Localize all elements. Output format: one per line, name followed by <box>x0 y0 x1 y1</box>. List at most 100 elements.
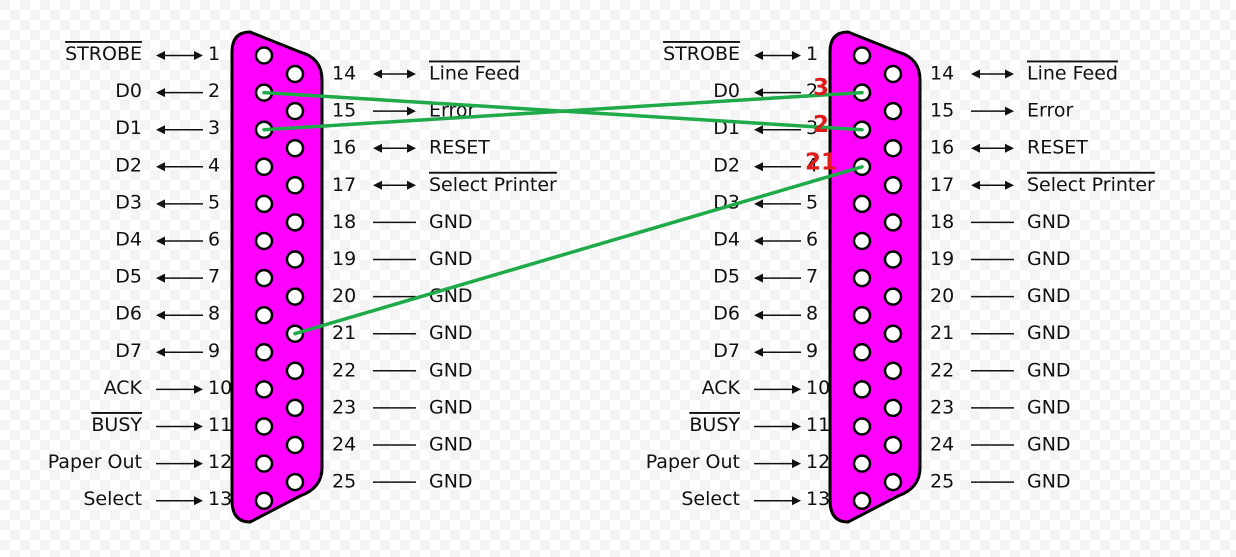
right-signal-label-13: Select <box>681 488 740 510</box>
right-pin-23 <box>883 398 903 418</box>
connectors-layer: 1STROBE2D03D14D25D36D47D58D69D710ACK11BU… <box>48 30 1155 524</box>
right-pin-17 <box>883 176 903 195</box>
left-pin-number-18: 18 <box>332 211 356 233</box>
left-pin-number-1: 1 <box>208 43 220 65</box>
wire-left21-to-right4 <box>293 165 864 336</box>
left-signal-label-5: D3 <box>115 191 142 213</box>
left-pin-number-25: 25 <box>332 471 356 493</box>
left-pin-number-4: 4 <box>208 154 220 176</box>
right-pin-number-20: 20 <box>930 285 954 307</box>
left-pin-1 <box>254 46 274 65</box>
right-pin-number-23: 23 <box>930 396 954 418</box>
right-pin-number-10: 10 <box>806 377 830 399</box>
right-pin-5 <box>852 194 872 214</box>
left-pin-18 <box>285 213 305 232</box>
left-pin-4 <box>254 157 274 177</box>
left-pin-19 <box>285 250 305 269</box>
right-pin-number-16: 16 <box>930 137 954 159</box>
left-pin-number-20: 20 <box>332 285 356 307</box>
right-pin-number-6: 6 <box>806 229 818 251</box>
left-pin-number-10: 10 <box>208 377 232 399</box>
left-signal-label-6: D4 <box>115 229 142 251</box>
right-signal-label-15: Error <box>1027 100 1074 122</box>
left-pin-17 <box>285 176 305 195</box>
right-pin-number-17: 17 <box>930 174 954 196</box>
right-pin-24 <box>883 435 903 455</box>
left-signal-label-16: RESET <box>429 137 490 159</box>
left-pin-15 <box>285 101 305 121</box>
right-pin-number-15: 15 <box>930 100 954 122</box>
left-signal-label-22: GND <box>429 359 473 381</box>
right-pin-10 <box>852 380 872 399</box>
right-pin-number-5: 5 <box>806 191 818 213</box>
left-pin-number-22: 22 <box>332 359 356 381</box>
left-pin-23 <box>285 398 305 418</box>
right-pin-14 <box>883 64 903 84</box>
left-pin-13 <box>254 491 274 510</box>
right-pin-number-21: 21 <box>930 322 954 344</box>
right-signal-label-8: D6 <box>713 303 740 325</box>
right-pin-number-7: 7 <box>806 266 818 288</box>
left-signal-label-23: GND <box>429 396 473 418</box>
right-signal-label-7: D5 <box>713 266 740 288</box>
right-pin-15 <box>883 101 903 121</box>
left-signal-label-24: GND <box>429 434 473 456</box>
right-signal-label-22: GND <box>1027 359 1071 381</box>
left-pin-number-16: 16 <box>332 137 356 159</box>
right-pin-number-11: 11 <box>806 414 830 436</box>
left-pin-number-15: 15 <box>332 100 356 122</box>
right-pin-number-12: 12 <box>806 451 830 473</box>
left-signal-label-13: Select <box>83 488 142 510</box>
right-pin-number-1: 1 <box>806 43 818 65</box>
right-pin-11 <box>852 417 872 436</box>
right-pin-8 <box>852 305 872 325</box>
left-pin-7 <box>254 268 274 288</box>
left-pin-6 <box>254 231 274 251</box>
right-pin-number-8: 8 <box>806 303 818 325</box>
annotation-2: 2 <box>813 112 829 138</box>
right-pin-number-22: 22 <box>930 359 954 381</box>
left-pin-5 <box>254 194 274 214</box>
left-signal-label-18: GND <box>429 211 473 233</box>
right-signal-label-19: GND <box>1027 248 1071 270</box>
left-pin-number-7: 7 <box>208 266 220 288</box>
wires-layer <box>262 90 864 336</box>
left-signal-label-19: GND <box>429 248 473 270</box>
left-pin-number-23: 23 <box>332 396 356 418</box>
right-signal-label-21: GND <box>1027 322 1071 344</box>
right-pin-number-14: 14 <box>930 63 954 85</box>
right-signal-label-20: GND <box>1027 285 1071 307</box>
right-pin-7 <box>852 268 872 288</box>
right-signal-label-1: STROBE <box>663 43 740 65</box>
right-signal-label-2: D0 <box>713 80 740 102</box>
left-pin-16 <box>285 138 305 158</box>
right-pin-21 <box>883 324 903 343</box>
left-signal-label-25: GND <box>429 471 473 493</box>
left-signal-label-9: D7 <box>115 340 142 362</box>
left-pin-14 <box>285 64 305 84</box>
right-pin-20 <box>883 287 903 306</box>
right-signal-label-23: GND <box>1027 396 1071 418</box>
right-pin-number-9: 9 <box>806 340 818 362</box>
annotation-3: 3 <box>813 75 829 101</box>
right-signal-label-4: D2 <box>713 154 740 176</box>
left-pin-8 <box>254 305 274 325</box>
right-pin-number-25: 25 <box>930 471 954 493</box>
wire-left3-to-right2 <box>262 90 864 132</box>
right-connector: 1STROBE2D03D14D25D36D47D58D69D710ACK11BU… <box>646 30 1155 524</box>
right-signal-label-17: Select Printer <box>1027 174 1155 196</box>
left-pin-number-21: 21 <box>332 322 356 344</box>
left-pin-number-2: 2 <box>208 80 220 102</box>
right-pin-number-13: 13 <box>806 488 830 510</box>
right-pin-9 <box>852 343 872 362</box>
left-signal-label-8: D6 <box>115 303 142 325</box>
right-pin-number-4: 4 <box>806 154 818 176</box>
right-pin-13 <box>852 491 872 510</box>
left-signal-label-4: D2 <box>115 154 142 176</box>
left-connector-body <box>230 30 324 524</box>
left-pin-10 <box>254 380 274 399</box>
right-pin-25 <box>883 472 903 492</box>
